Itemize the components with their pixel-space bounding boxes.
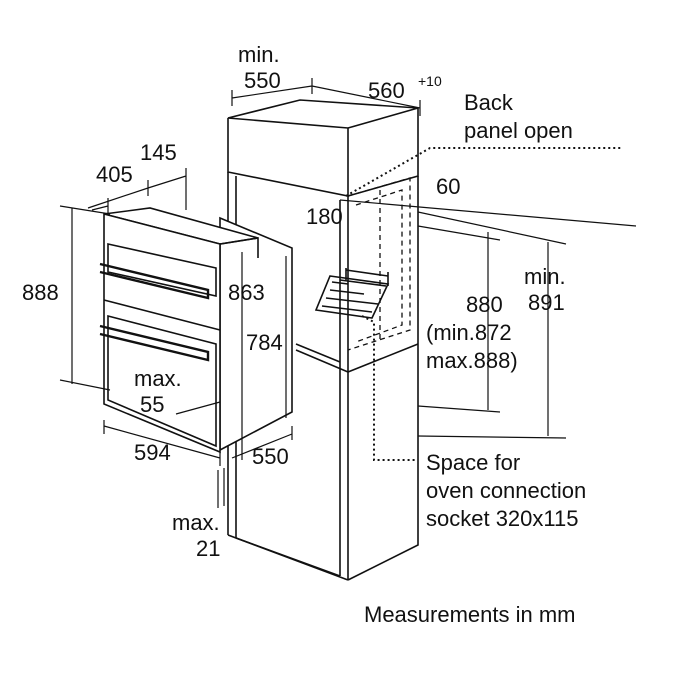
upper-door-handle (99, 262, 210, 300)
label-784: 784 (246, 330, 283, 355)
dim-550-bottom (231, 426, 293, 459)
socket-180-dimline (345, 269, 389, 277)
socket-hatch (321, 279, 387, 313)
socket-space-box (314, 275, 390, 319)
cabinet-top-face (227, 99, 419, 129)
label-back-panel-1: Back (464, 90, 514, 115)
label-560: 560 (368, 78, 405, 103)
label-145: 145 (140, 140, 177, 165)
label-max-21-a: max. (172, 510, 220, 535)
cabinet-bottom-inner (235, 537, 341, 577)
upper-door (107, 243, 217, 297)
label-60: 60 (436, 174, 460, 199)
back-panel-dashed-2 (355, 189, 403, 343)
label-863: 863 (228, 280, 265, 305)
lower-door-handle (99, 324, 210, 362)
dimension-lines (59, 78, 637, 508)
socket-leader (361, 315, 418, 461)
label-880-min: (min.872 (426, 320, 512, 345)
label-888: 888 (22, 280, 59, 305)
dim-560 (311, 85, 421, 116)
label-560-tolerance: +10 (418, 73, 442, 89)
label-880: 880 (466, 292, 503, 317)
back-panel-leader (345, 147, 622, 197)
label-594: 594 (134, 440, 171, 465)
door-separator (103, 299, 221, 331)
label-550-top: 550 (244, 68, 281, 93)
cabinet-right-side (347, 176, 419, 581)
label-min-891-a: min. (524, 264, 566, 289)
label-socket-1: Space for (426, 450, 520, 475)
dim-594 (103, 420, 221, 466)
label-max-21-b: 21 (196, 536, 220, 561)
cabinet-shelf-lip (295, 343, 341, 363)
cabinet-upper-side (347, 108, 419, 197)
oven-appliance (99, 207, 293, 454)
oven-trim (219, 237, 259, 258)
dim-max-21 (217, 468, 225, 508)
label-180: 180 (306, 204, 343, 229)
dim-60-line (339, 199, 637, 227)
label-max-55-b: 55 (140, 392, 164, 417)
dim-405-145 (87, 168, 187, 214)
label-550-bottom: 550 (252, 444, 289, 469)
cabinet-upper-front (227, 118, 349, 197)
label-405: 405 (96, 162, 133, 187)
label-min-top: min. (238, 42, 280, 67)
dim-888 (59, 205, 111, 391)
dim-max-55 (175, 401, 221, 415)
cabinet-lower-shelf (295, 343, 419, 373)
lower-door (107, 314, 217, 448)
label-min-891-b: 891 (528, 290, 565, 315)
label-socket-3: socket 320x115 (426, 506, 578, 531)
label-880-max: max.888) (426, 348, 518, 373)
label-measurements-unit: Measurements in mm (364, 602, 576, 627)
dim-min-891 (417, 211, 567, 439)
labels: min. 550 560 +10 Back panel open 145 405… (22, 42, 586, 627)
dim-880 (417, 225, 501, 413)
label-socket-2: oven connection (426, 478, 586, 503)
label-max-55-a: max. (134, 366, 182, 391)
label-back-panel-2: panel open (464, 118, 573, 143)
